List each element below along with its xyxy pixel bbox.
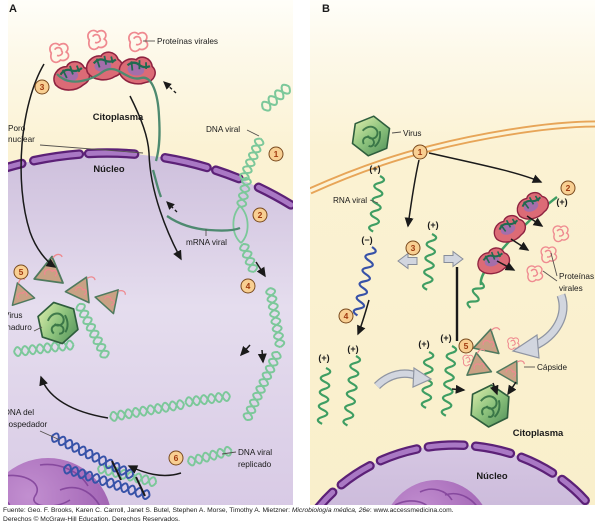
plus-sign: (+)	[427, 220, 438, 230]
pointer-line	[33, 326, 43, 332]
curved-grey-arrow-icon	[373, 366, 433, 390]
label-proteinas-virales-b-line2: virales	[559, 284, 583, 293]
block-arrow-left-icon	[397, 252, 418, 270]
source-caption: Fuente: Geo. F. Brooks, Karen C. Carroll…	[3, 506, 597, 524]
integration-slashes	[111, 460, 146, 497]
step-badge-a6: 6	[168, 450, 184, 466]
plus-sign: (+)	[418, 339, 429, 349]
caption-line1: Fuente: Geo. F. Brooks, Karen C. Carroll…	[3, 506, 597, 515]
plus-sign: (+)	[369, 164, 380, 174]
label-virus-maduro-line2: maduro	[4, 323, 32, 332]
label-citoplasma-b: Citoplasma	[513, 427, 564, 438]
step-badge-b1: 1	[412, 144, 428, 160]
step-number: 5	[19, 267, 24, 277]
pointer-line	[39, 430, 61, 441]
pointer-line	[542, 252, 558, 282]
curved-grey-arrow-icon	[511, 293, 568, 359]
pointer-line	[246, 129, 260, 137]
label-proteinas-virales-b-line1: Proteínas	[559, 272, 594, 281]
caption-url: : www.accessmedicina.com.	[369, 507, 454, 514]
step-badge-b3: 3	[405, 240, 421, 256]
label-nucleo-a: Núcleo	[93, 163, 125, 174]
plus-sign: (+)	[318, 353, 329, 363]
step-number: 3	[411, 243, 416, 253]
arrows-b	[357, 152, 544, 396]
pointer-line	[369, 199, 379, 204]
step-number: 4	[344, 311, 349, 321]
nucleolus-b	[391, 480, 483, 505]
label-virus-maduro-line1: Virus	[4, 311, 23, 320]
caption-line2: Derechos © McGraw-Hill Education. Derech…	[3, 516, 181, 523]
arrows-a	[20, 63, 267, 477]
plus-sign: (+)	[556, 197, 567, 207]
pointer-line	[221, 451, 237, 455]
label-poro-line2: nuclear	[8, 135, 35, 144]
plus-sign: (+)	[440, 333, 451, 343]
transcription-bubble	[232, 205, 249, 244]
panel-a: 1 2 3 4 5 6 Proteínas virales Citoplasma…	[4, 0, 293, 505]
label-rna-viral: RNA viral	[333, 196, 367, 205]
step-badge-a1: 1	[268, 146, 284, 162]
step-badge-a3: 3	[34, 79, 50, 95]
step-number: 2	[258, 210, 263, 220]
label-proteinas-virales-a: Proteínas virales	[157, 37, 218, 46]
mrna-strand-a	[56, 68, 241, 232]
caption-book-title: Microbiología médica, 26e	[291, 507, 370, 514]
step-badge-a5: 5	[13, 264, 29, 280]
grey-arrows-b	[373, 250, 568, 390]
panel-b-letter: B	[322, 3, 330, 15]
step-badge-b5: 5	[458, 338, 474, 354]
block-arrow-right-icon	[443, 250, 464, 268]
step-number: 4	[246, 281, 251, 291]
panel-a-letter: A	[9, 3, 17, 15]
label-virus: Virus	[403, 129, 422, 138]
step-badge-a2: 2	[252, 207, 268, 223]
step-number: 1	[274, 149, 279, 159]
step-number: 6	[174, 453, 179, 463]
nuclear-envelope-b	[314, 440, 590, 505]
step-badge-b4: 4	[338, 308, 354, 324]
pointer-line	[391, 131, 402, 134]
label-mrna-viral: mRNA viral	[186, 238, 227, 247]
step-number: 1	[418, 147, 423, 157]
caption-text: Fuente: Geo. F. Brooks, Karen C. Carroll…	[3, 507, 292, 514]
label-capside: Cápside	[537, 363, 567, 372]
label-nucleo-b: Núcleo	[476, 470, 508, 481]
panel-b: 1 2 3 4 5 Virus (+) RNA viral (+) (+) (−…	[310, 0, 595, 505]
step-number: 2	[566, 183, 571, 193]
pointer-line	[39, 144, 144, 154]
step-number: 3	[40, 82, 45, 92]
label-citoplasma-a: Citoplasma	[93, 111, 144, 122]
cell-membrane	[310, 120, 595, 195]
label-dna-replicado-line1: DNA viral	[238, 448, 272, 457]
step-badge-a4: 4	[240, 278, 256, 294]
minus-sign: (−)	[361, 235, 372, 245]
label-poro-line1: Poro	[8, 124, 26, 133]
nucleus-a	[8, 153, 293, 505]
label-dna-replicado-line2: replicado	[238, 460, 272, 469]
label-dna-hospedador-line1: DNA del	[4, 408, 34, 417]
nuclear-envelope-a	[8, 148, 293, 210]
label-dna-viral: DNA viral	[206, 125, 240, 134]
step-badge-b2: 2	[560, 180, 576, 196]
plus-sign: (+)	[347, 344, 358, 354]
step-number: 5	[464, 341, 469, 351]
label-dna-hospedador-line2: hospedador	[4, 420, 48, 429]
